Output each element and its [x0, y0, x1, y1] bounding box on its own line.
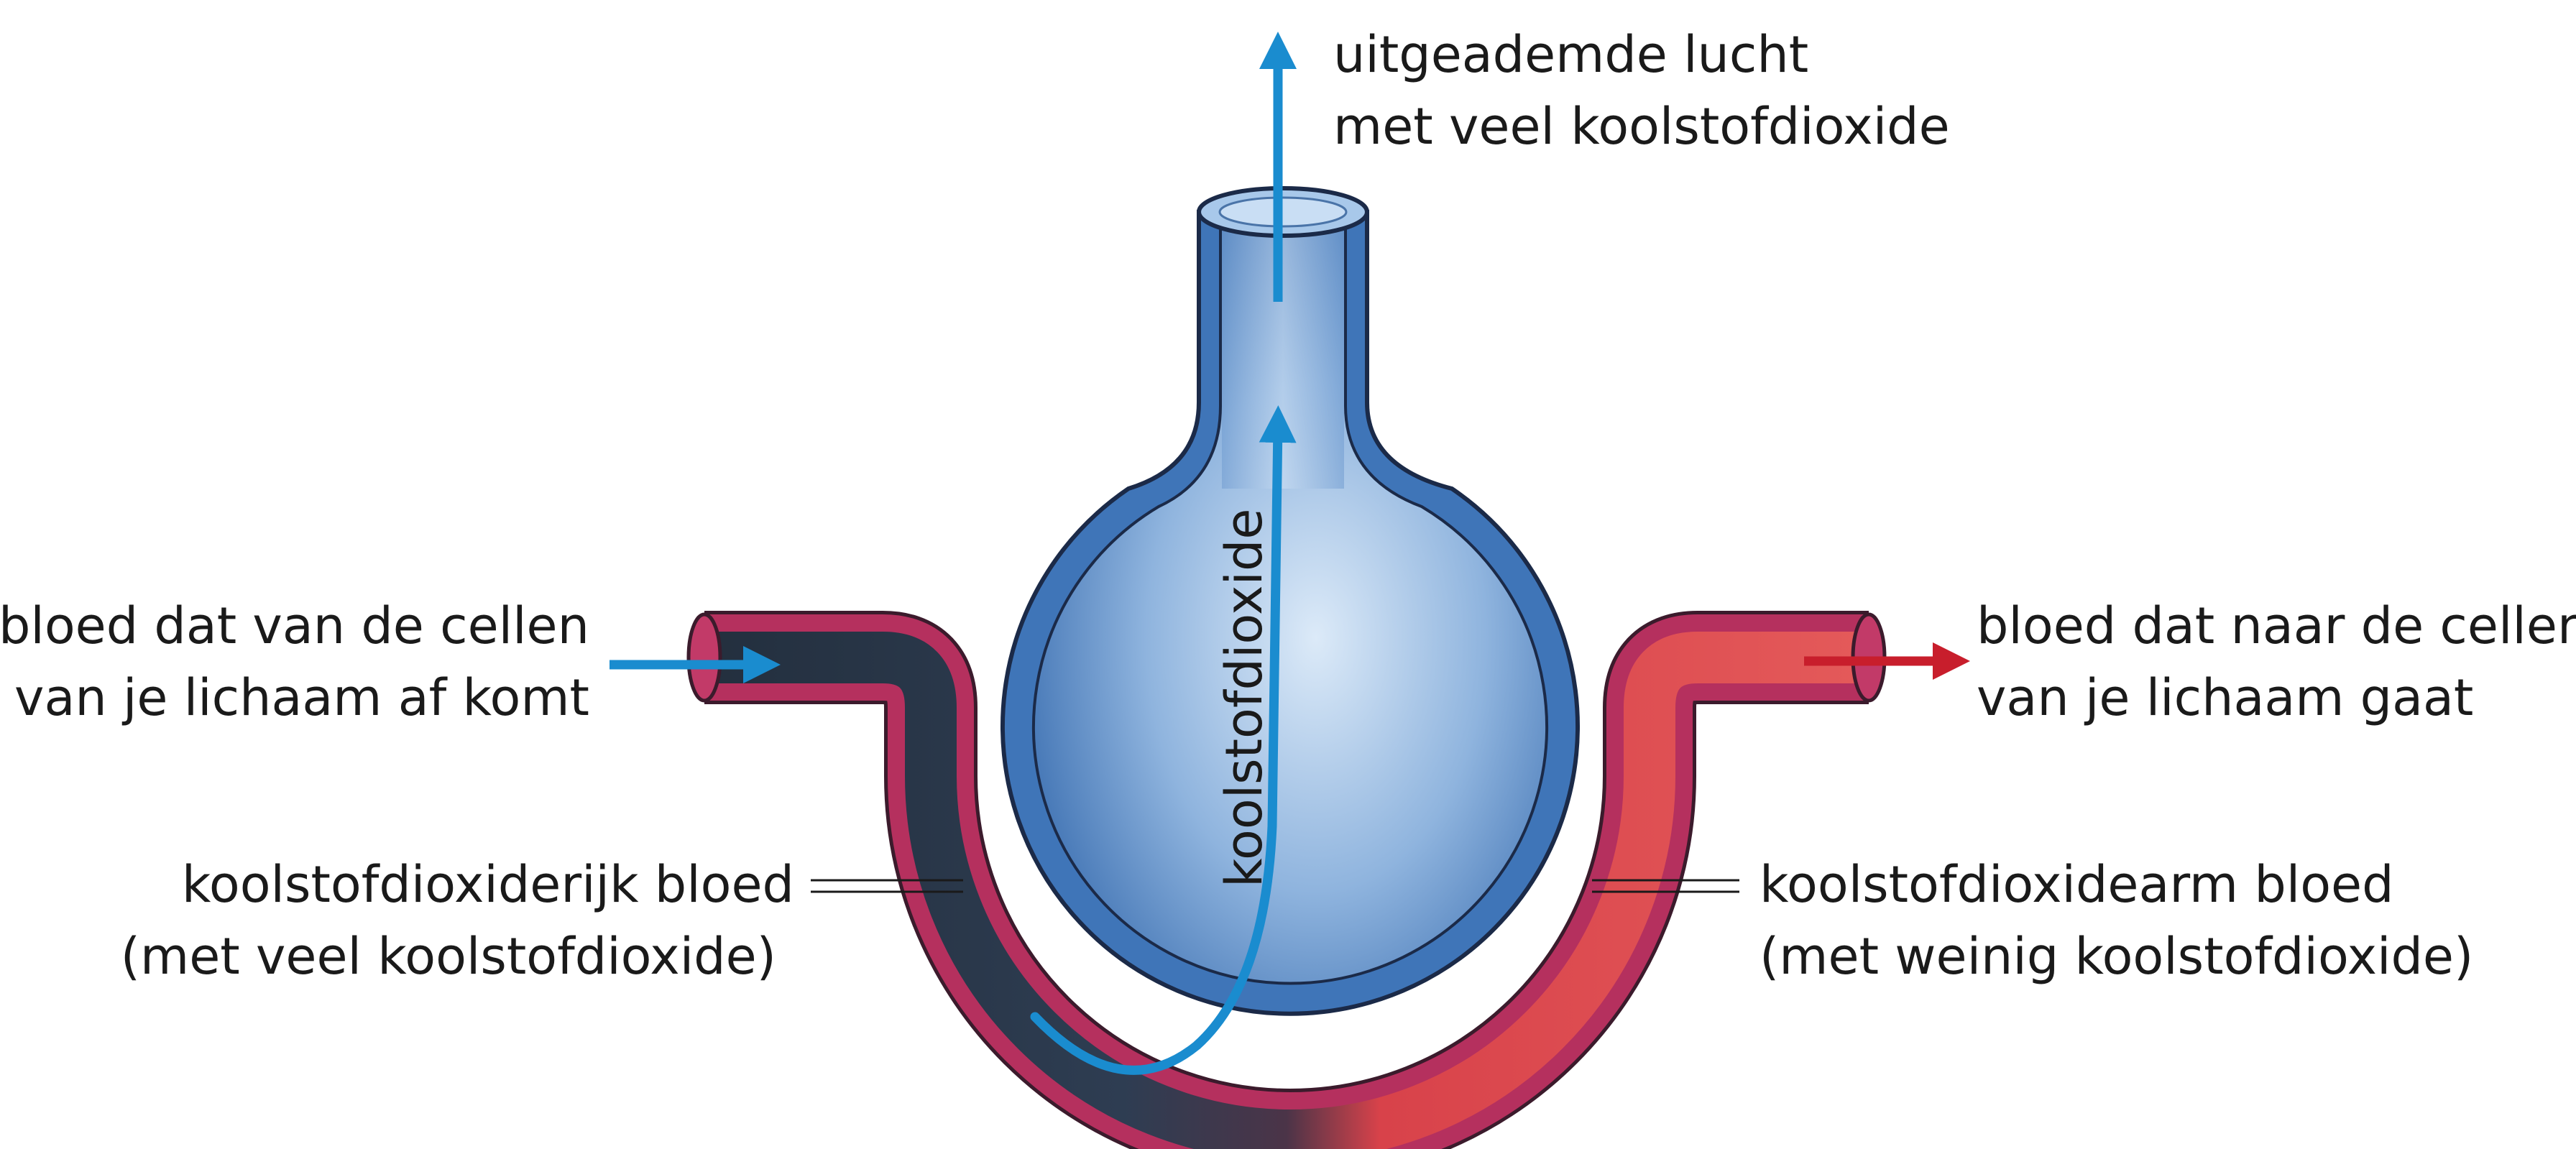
label-blood-to-cells-line2: van je lichaam gaat — [1977, 668, 2473, 727]
label-co2-poor-blood-line2: (met weinig koolstofdioxide) — [1760, 927, 2473, 986]
label-blood-from-cells-line1: bloed dat van de cellen — [0, 596, 589, 655]
label-co2-poor-blood: koolstofdioxidearm bloed (met weinig koo… — [1760, 855, 2473, 986]
alveolus — [1003, 188, 1578, 1014]
label-blood-to-cells: bloed dat naar de cellen van je lichaam … — [1977, 596, 2576, 727]
alveolus-opening-inner — [1220, 198, 1346, 226]
label-co2-rich-blood: koolstofdioxiderijk bloed (met veel kool… — [121, 855, 794, 986]
label-co2-flow: koolstofdioxide — [1215, 509, 1274, 887]
label-co2-poor-blood-line1: koolstofdioxidearm bloed — [1760, 855, 2394, 914]
label-blood-to-cells-line1: bloed dat naar de cellen — [1977, 596, 2576, 655]
label-exhaled-air-line1: uitgeademde lucht — [1333, 25, 1808, 84]
label-exhaled-air-line2: met veel koolstofdioxide — [1333, 97, 1950, 156]
alveolus-neck-highlight — [1222, 216, 1344, 489]
label-exhaled-air: uitgeademde lucht met veel koolstofdioxi… — [1333, 25, 1950, 156]
label-co2-rich-blood-line1: koolstofdioxiderijk bloed — [182, 855, 794, 914]
label-blood-from-cells-line2: van je lichaam af komt — [14, 668, 589, 727]
capillary-left-opening — [689, 614, 720, 701]
label-blood-from-cells: bloed dat van de cellen van je lichaam a… — [0, 596, 589, 727]
label-co2-rich-blood-line2: (met veel koolstofdioxide) — [121, 927, 776, 986]
